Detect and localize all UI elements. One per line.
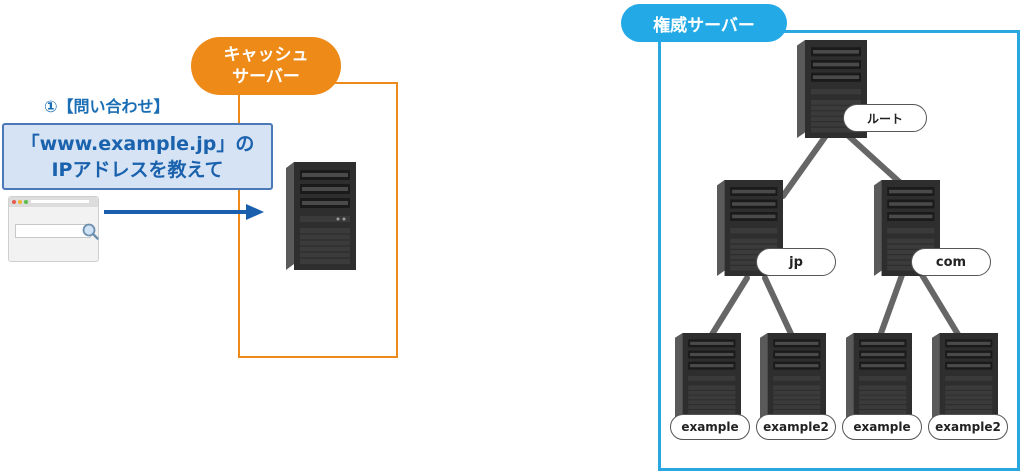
- line-com-example: [877, 272, 905, 339]
- query-title: ①【問い合わせ】: [44, 97, 170, 116]
- authoritative-server-label: 権威サーバー: [621, 4, 787, 42]
- line-com-example2: [919, 272, 962, 339]
- close-dot-icon: [12, 200, 16, 204]
- magnifier-icon: [82, 223, 99, 240]
- leaf-label-example: example: [842, 414, 922, 440]
- leaf-label-example2: example2: [928, 414, 1008, 440]
- server-tower-icon: [675, 333, 741, 419]
- cache-server-label: キャッシュ サーバー: [191, 37, 341, 95]
- server-tower-icon: [286, 162, 356, 270]
- line-root-com: [839, 127, 909, 191]
- com-label: com: [911, 248, 991, 276]
- address-bar: [31, 200, 89, 203]
- server-tower-icon: [760, 333, 826, 419]
- authoritative-server-area: [658, 30, 1020, 471]
- root-label: ルート: [843, 104, 927, 132]
- browser-window-icon: [8, 196, 99, 262]
- leaf-label-example: example: [670, 414, 750, 440]
- minimize-dot-icon: [18, 200, 22, 204]
- line-jp-example: [708, 275, 750, 339]
- leaf-label-example2: example2: [756, 414, 836, 440]
- arrow-right-icon: [104, 204, 264, 220]
- line-root-jp: [780, 127, 833, 199]
- server-tower-icon: [932, 333, 998, 419]
- line-jp-example2: [762, 275, 795, 339]
- server-tower-icon: [797, 40, 867, 138]
- server-tower-icon: [846, 333, 912, 419]
- query-message: 「www.example.jp」の IPアドレスを教えて: [2, 123, 273, 190]
- jp-label: jp: [756, 248, 836, 276]
- maximize-dot-icon: [24, 200, 28, 204]
- server-tower-icon: [717, 180, 783, 276]
